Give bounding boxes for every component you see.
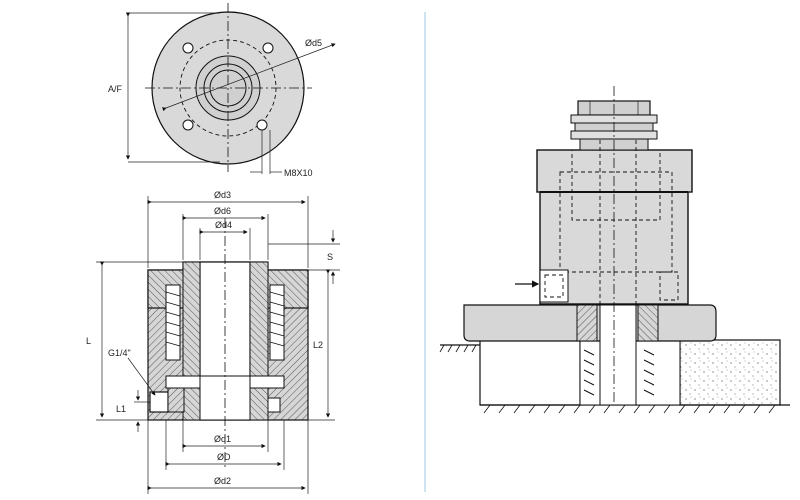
d6-label: Ød6 [214,206,231,216]
af-label: A/F [108,84,123,94]
l2-label: L2 [313,340,323,350]
section-view: Ød3 Ød6 Ød4 S L L2 G1/4" L1 Ød1 [86,190,340,494]
d1-label: Ød1 [214,434,231,444]
application-view [439,86,790,414]
d4-label: Ød4 [215,220,232,230]
l1-label: L1 [116,404,126,414]
d-label: ØD [217,452,231,462]
g14-label: G1/4" [108,348,131,358]
m8x10-label: M8X10 [284,168,313,178]
d3-label: Ød3 [214,190,231,200]
top-view: Ød5 A/F M8X10 [108,3,336,178]
s-label: S [327,252,333,262]
d2-label: Ød2 [214,476,231,486]
d5-label: Ød5 [305,38,322,48]
l-label: L [86,336,91,346]
